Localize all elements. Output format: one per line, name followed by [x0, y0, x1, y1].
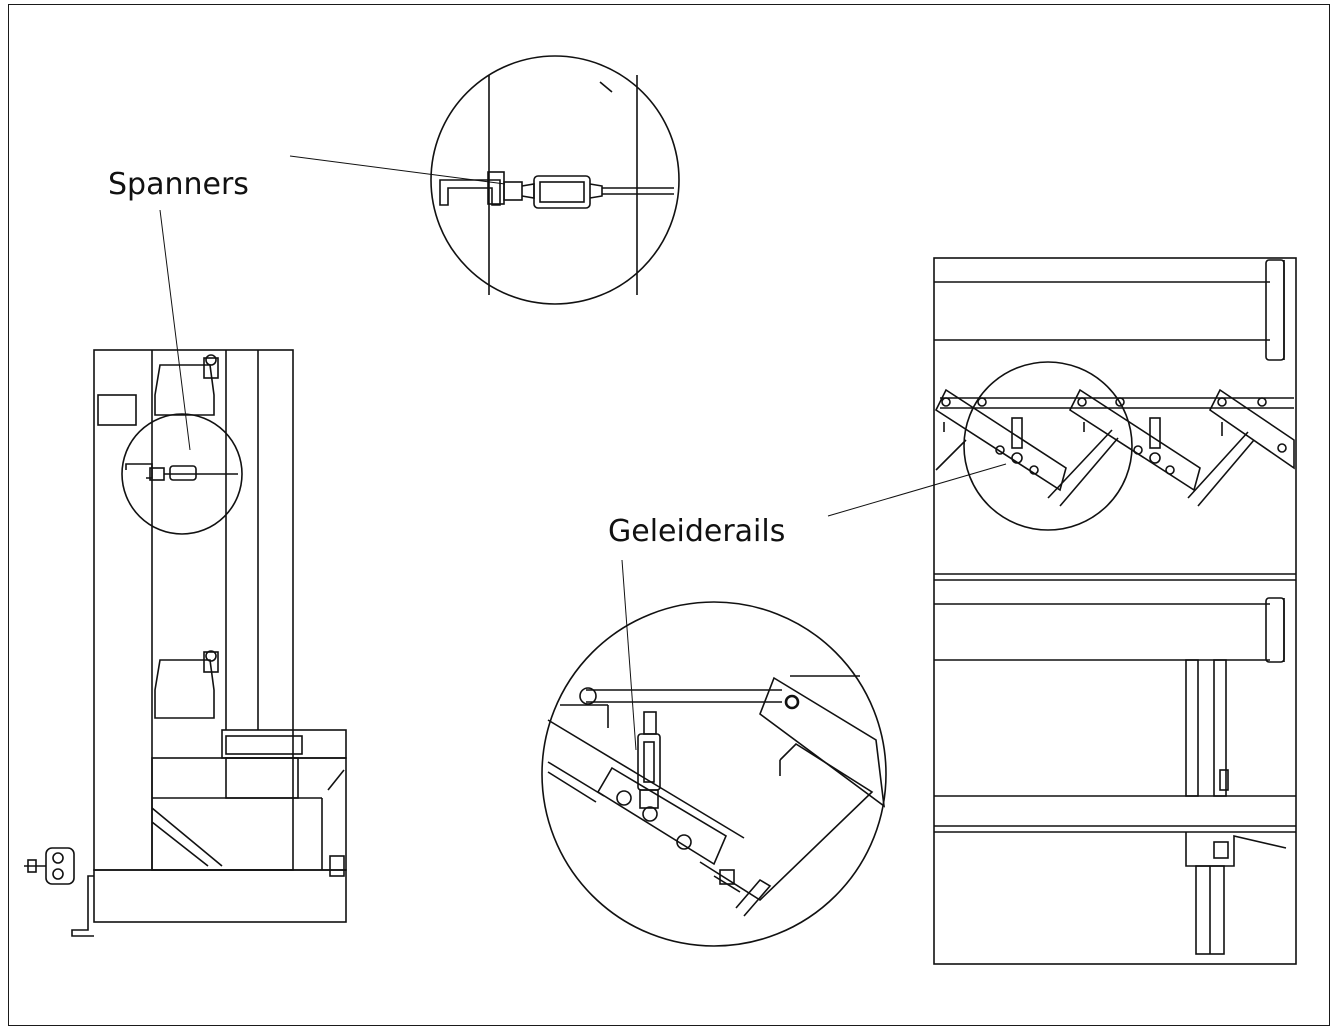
slat-3 — [1208, 388, 1295, 470]
guide-rail-detail-circle — [541, 601, 887, 947]
label-spanners: Spanners — [108, 167, 249, 202]
spanners-leader-line-2 — [159, 209, 191, 451]
slat-2 — [1068, 388, 1255, 507]
front-view — [933, 257, 1297, 965]
slat-1 — [934, 388, 1119, 507]
spanners-leader-line — [289, 155, 506, 185]
geleiderails-leader-line-2 — [827, 463, 1007, 517]
spanner-detail-circle — [430, 55, 680, 305]
side-view — [24, 349, 347, 937]
geleiderails-leader-line — [621, 559, 637, 751]
label-geleiderails: Geleiderails — [608, 514, 785, 549]
drawing-frame — [8, 4, 1330, 1026]
